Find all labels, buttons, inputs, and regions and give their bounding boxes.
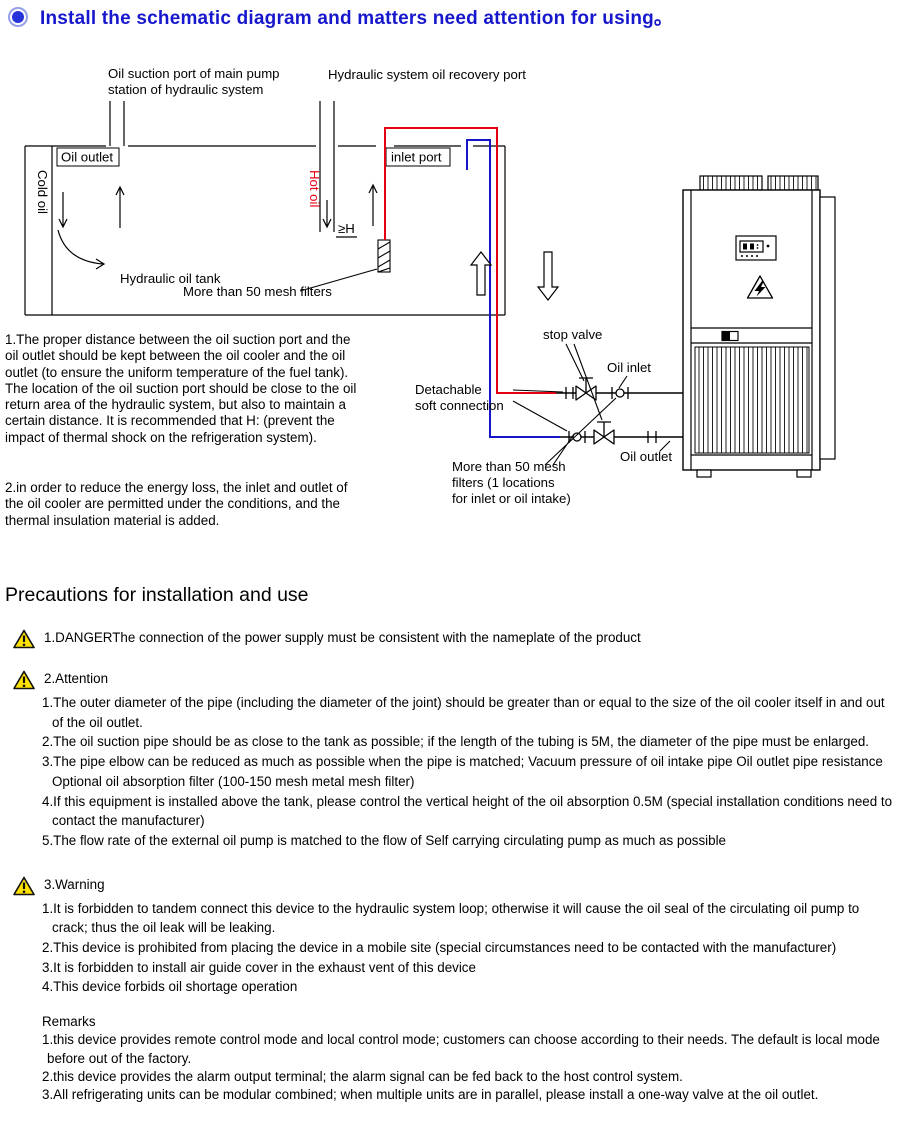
recovery-down-arrow-icon bbox=[322, 200, 332, 229]
hollow-up-arrow-icon bbox=[469, 251, 493, 296]
schematic-diagram: Oil outlet inlet port Oil suction port o… bbox=[24, 66, 836, 506]
oil-outlet-label-box bbox=[56, 147, 120, 167]
warning-heading: 3.Warning bbox=[44, 876, 105, 892]
warning-item: 2.This device is prohibited from placing… bbox=[42, 940, 837, 956]
stop-valve-leaders bbox=[565, 343, 603, 421]
danger-text: 1.DANGERThe connection of the power supp… bbox=[44, 630, 641, 645]
label-cold-oil: Cold oil bbox=[35, 170, 50, 214]
precautions-section: Precautions for installation and use 1.D… bbox=[0, 584, 898, 1104]
diagram-note-1: 1.The proper distance between the oil su… bbox=[5, 332, 357, 445]
chiller-louvres bbox=[694, 346, 810, 454]
tank-flow-arrows bbox=[57, 183, 378, 270]
attention-row: 2.Attention bbox=[13, 669, 898, 690]
curved-arrow-icon bbox=[57, 229, 106, 270]
warning-triangle-icon bbox=[13, 629, 35, 649]
label-detachable-line2: soft connection bbox=[415, 398, 504, 413]
hydraulic-tank bbox=[24, 101, 506, 316]
union-upper-ticks bbox=[611, 387, 629, 399]
label-suction-port-line1: Oil suction port of main pump bbox=[108, 66, 280, 81]
chiller-unit bbox=[682, 175, 836, 478]
soft-connection-upper-icon bbox=[565, 387, 574, 399]
hot-oil-pipe bbox=[384, 127, 556, 394]
label-tank-name: Hydraulic oil tank bbox=[120, 271, 221, 286]
valves-and-fittings bbox=[565, 377, 657, 445]
remark-item: 3.All refrigerating units can be modular… bbox=[42, 1086, 819, 1102]
warning-list: 1.It is forbidden to tandem connect this… bbox=[42, 899, 898, 998]
page-title-row: Install the schematic diagram and matter… bbox=[7, 3, 673, 30]
remark-item: 1.this device provides remote control mo… bbox=[42, 1032, 880, 1066]
warning-triangle-icon bbox=[13, 670, 35, 690]
attention-item: 2.The oil suction pipe should be as clos… bbox=[42, 734, 870, 750]
chiller-fan-right bbox=[767, 175, 819, 191]
attention-heading: 2.Attention bbox=[44, 671, 109, 686]
label-chiller-oil-outlet: Oil outlet bbox=[620, 449, 672, 464]
page-title: Install the schematic diagram and matter… bbox=[40, 8, 674, 29]
diagram-note-2: 2.in order to reduce the energy loss, th… bbox=[5, 480, 348, 528]
label-oil-inlet: Oil inlet bbox=[607, 360, 651, 375]
chiller-foot-right bbox=[796, 469, 812, 478]
hollow-down-arrow-icon bbox=[536, 251, 560, 301]
label-hot-oil: Hot oil bbox=[307, 170, 322, 207]
recovery-pipe bbox=[319, 101, 335, 232]
down-arrow-icon bbox=[58, 192, 68, 229]
connection-pipes bbox=[556, 392, 683, 438]
stop-valve-lower-handle bbox=[597, 421, 611, 437]
chiller-foot-left bbox=[696, 469, 712, 478]
chiller-lightning-icon bbox=[754, 281, 766, 297]
label-suction-port-line2: station of hydraulic system bbox=[108, 82, 263, 97]
union-lower-icon bbox=[572, 432, 582, 442]
label-inlet-port: inlet port bbox=[391, 150, 442, 165]
chiller-side-panel bbox=[819, 196, 836, 460]
title-bullet-icon bbox=[8, 6, 28, 27]
attention-item: 4.If this equipment is installed above t… bbox=[42, 793, 893, 829]
chiller-inner-edges bbox=[690, 190, 813, 470]
hot-riser-up-arrow-icon bbox=[368, 183, 378, 226]
warning-row: 3.Warning bbox=[13, 875, 898, 896]
label-mesh-filters: More than 50 mesh filters bbox=[183, 284, 332, 299]
label-tank-oil-outlet: Oil outlet bbox=[61, 150, 113, 165]
warning-item: 4.This device forbids oil shortage opera… bbox=[42, 979, 298, 995]
tank-port-labels: Oil outlet inlet port bbox=[56, 147, 451, 167]
chiller-fan-left bbox=[699, 175, 763, 191]
attention-item: 5.The flow rate of the external oil pump… bbox=[42, 832, 727, 848]
remarks-section: Remarks 1.this device provides remote co… bbox=[42, 1013, 898, 1104]
label-height-mark: ≥H bbox=[338, 221, 355, 236]
union-upper-icon bbox=[615, 388, 625, 398]
precautions-heading: Precautions for installation and use bbox=[5, 584, 309, 606]
remark-item: 2.this device provides the alarm output … bbox=[42, 1068, 683, 1084]
remarks-heading: Remarks bbox=[42, 1014, 96, 1030]
detachable-leaders bbox=[512, 389, 568, 432]
label-detachable-line1: Detachable bbox=[415, 382, 482, 397]
warning-item: 1.It is forbidden to tandem connect this… bbox=[42, 900, 860, 936]
label-mesh2-line1: More than 50 mesh bbox=[452, 459, 566, 474]
label-mesh2-line2: filters (1 locations bbox=[452, 475, 555, 490]
tank-filter bbox=[377, 239, 391, 273]
attention-item: 1.The outer diameter of the pipe (includ… bbox=[42, 695, 885, 730]
warning-item: 3.It is forbidden to install air guide c… bbox=[42, 959, 476, 975]
cold-oil-pipe bbox=[466, 139, 560, 438]
mesh-filters-leader bbox=[299, 268, 378, 292]
label-mesh2-line3: for inlet or oil intake) bbox=[452, 491, 571, 506]
mesh2-leaders bbox=[544, 397, 617, 466]
warning-triangle-icon bbox=[13, 876, 35, 895]
soft-connection-lower-icon bbox=[647, 431, 657, 443]
chiller-display-digits bbox=[741, 243, 770, 257]
oil-inlet-leader bbox=[618, 375, 628, 389]
chiller-band bbox=[691, 327, 812, 344]
attention-list: 1.The outer diameter of the pipe (includ… bbox=[42, 693, 898, 851]
danger-row: 1.DANGERThe connection of the power supp… bbox=[13, 628, 898, 649]
label-stop-valve: stop valve bbox=[543, 327, 602, 342]
suction-pipe bbox=[109, 101, 125, 146]
label-recovery-port: Hydraulic system oil recovery port bbox=[328, 67, 526, 82]
up-arrow-icon bbox=[115, 185, 125, 228]
attention-item: 3.The pipe elbow can be reduced as much … bbox=[42, 754, 883, 789]
chiller-band-icon-fill bbox=[722, 331, 730, 341]
oil-outlet-leader bbox=[659, 440, 671, 452]
